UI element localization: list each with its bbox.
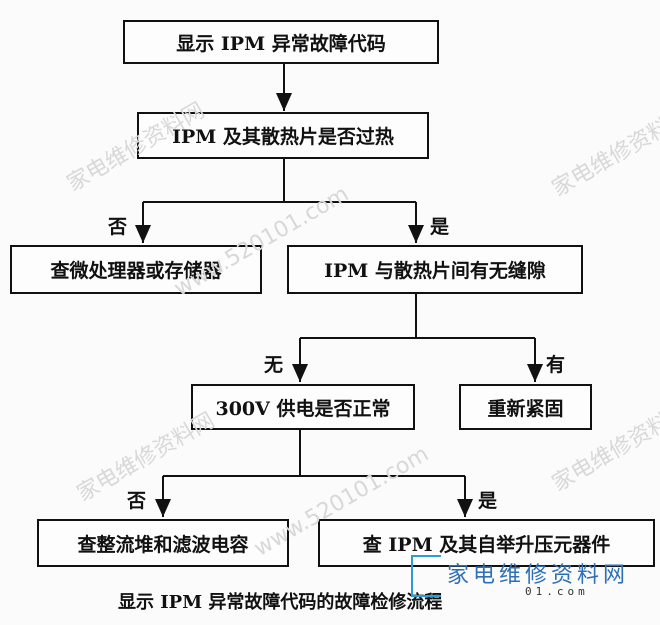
node-overheat-check: IPM 及其散热片是否过热	[137, 112, 429, 159]
node-check-bootstrap: 查 IPM 及其自举升压元器件	[318, 519, 655, 567]
label-gap-none: 无	[264, 354, 284, 376]
figure-caption: 显示 IPM 异常故障代码的故障检修流程	[118, 592, 443, 613]
label-power-no: 否	[127, 490, 147, 512]
node-check-rectifier: 查整流堆和滤波电容	[37, 519, 289, 567]
site-logo: 家电维修资料网 01.com	[405, 553, 655, 603]
logo-bracket-icon	[411, 555, 441, 597]
node-gap-check: IPM 与散热片间有无缝隙	[287, 245, 583, 294]
logo-subtext: 01.com	[525, 585, 589, 598]
label-gap-has: 有	[546, 354, 566, 376]
node-retighten: 重新紧固	[459, 384, 592, 430]
node-display-code: 显示 IPM 异常故障代码	[123, 20, 439, 64]
node-check-mcu: 查微处理器或存储器	[10, 245, 262, 294]
node-power-check: 300V 供电是否正常	[191, 384, 415, 430]
logo-text: 家电维修资料网	[447, 563, 630, 588]
label-power-yes: 是	[478, 490, 498, 512]
label-overheat-no: 否	[108, 216, 128, 238]
label-overheat-yes: 是	[430, 216, 450, 238]
